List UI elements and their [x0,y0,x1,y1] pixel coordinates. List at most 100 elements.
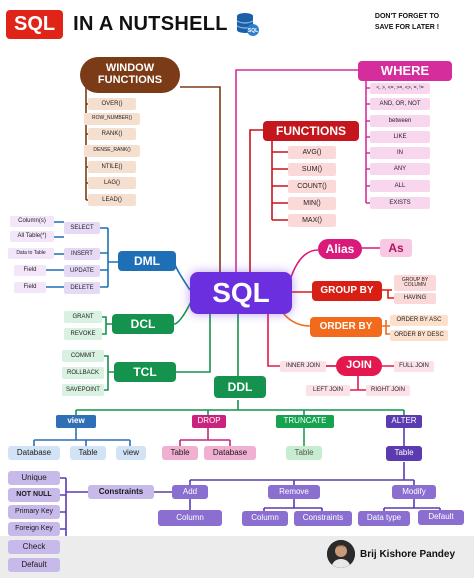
ddl-node[interactable]: DDL [214,376,266,398]
dml-target: All Table(*) [10,231,54,242]
add-column: Column [158,510,222,526]
remove-column: Column [242,511,288,526]
window-functions-node[interactable]: WINDOW FUNCTIONS [80,57,180,93]
alter-add-node: Add [172,485,208,499]
order-by-title: ORDER BY [319,320,373,332]
reminder-line: SAVE FOR LATER ! [374,23,440,31]
dml-target: Column(s) [10,216,54,227]
ddl-view-node[interactable]: view [56,415,96,428]
function-item: COUNT() [288,180,336,193]
view-item: Database [8,446,60,460]
alias-node[interactable]: Alias [318,239,362,259]
where-node[interactable]: WHERE [358,61,452,81]
modify-default: Default [418,510,464,525]
truncate-item: Table [286,446,322,460]
functions-title: FUNCTIONS [276,123,346,138]
where-title: WHERE [380,63,430,79]
window-function-item: NTILE() [88,161,136,173]
dml-command: UPDATE [64,265,100,277]
database-icon: SQL [234,11,260,37]
where-item: LIKE [370,131,430,143]
tcl-title: TCL [133,364,157,379]
page-title: SQL IN A NUTSHELL SQL [6,7,260,41]
dml-command: SELECT [64,222,100,234]
drop-item: Table [162,446,198,460]
dml-command: DELETE [64,282,100,294]
tcl-command: ROLLBACK [62,367,104,379]
modify-data-type: Data type [358,511,410,526]
footer-bar [0,536,474,578]
function-item: SUM() [288,163,336,176]
constraint-item: Foreign Key [8,522,60,536]
join-title: JOIN [346,359,372,372]
alter-item: Table [386,446,422,461]
where-item: AND, OR, NOT [370,98,430,110]
where-item: between [370,115,430,127]
tcl-command: COMMIT [62,350,104,362]
dml-command: INSERT [64,248,100,260]
ddl-truncate-node[interactable]: TRUNCATE [276,415,334,428]
view-item: view [116,446,146,460]
ddl-alter-node[interactable]: ALTER [386,415,422,428]
add-constraints: Constraints [88,485,154,499]
ddl-title: DDL [227,379,253,394]
functions-node[interactable]: FUNCTIONS [263,121,359,141]
title-text: IN A NUTSHELL [73,12,228,35]
constraint-item: Check [8,540,60,554]
window-function-item: RANK() [88,128,136,140]
function-item: MIN() [288,197,336,210]
constraint-item: Primary Key [8,505,60,519]
sql-center-label: SQL [212,277,270,309]
save-reminder: DON'T FORGET TO SAVE FOR LATER ! [352,12,462,33]
window-function-item: LAG() [88,177,136,189]
dml-target: Data to Table [8,248,54,259]
dml-target: Field [14,282,46,293]
join-node[interactable]: JOIN [336,356,382,376]
tcl-command: SAVEPOINT [62,384,104,396]
group-by-item: HAVING [394,293,436,304]
dml-node[interactable]: DML [118,251,176,271]
group-by-title: GROUP BY [320,284,374,296]
where-item: ALL [370,180,430,192]
window-function-item: DENSE_RANK() [84,145,140,157]
dcl-node[interactable]: DCL [112,314,174,334]
dcl-command: GRANT [64,311,102,323]
drop-item: Database [204,446,256,460]
order-by-node[interactable]: ORDER BY [310,317,382,337]
svg-text:SQL: SQL [248,28,258,34]
join-item: INNER JOIN [280,361,326,372]
order-by-item: ORDER BY DESC [390,330,448,341]
join-item: RIGHT JOIN [366,385,410,396]
title-badge: SQL [6,9,64,39]
constraint-item: Unique [8,471,60,485]
window-function-item: OVER() [88,98,136,110]
reminder-line: DON'T FORGET TO [374,13,440,20]
dcl-title: DCL [130,316,156,331]
window-function-item: ROW_NUMBER() [84,113,140,125]
function-item: AVG() [288,146,336,159]
alter-remove-node: Remove [268,485,320,499]
join-item: FULL JOIN [394,361,434,372]
where-item: ANY [370,163,430,175]
where-item: IN [370,147,430,159]
function-item: MAX() [288,214,336,227]
view-item: Table [70,446,106,460]
dml-title: DML [134,253,160,268]
tcl-node[interactable]: TCL [114,362,176,382]
author-avatar [327,540,355,568]
sql-center-node[interactable]: SQL [190,272,292,314]
alter-modify-node: Modify [392,485,436,499]
alias-keyword: As [380,239,412,257]
ddl-drop-node[interactable]: DROP [192,415,226,428]
where-operators: <, >, <=, >=, <>, =, != [370,83,430,94]
remove-constraints: Constraints [294,511,352,526]
window-function-item: LEAD() [88,194,136,206]
dml-target: Field [14,265,46,276]
dcl-command: REVOKE [64,328,102,340]
group-by-node[interactable]: GROUP BY [312,281,382,301]
alias-title: Alias [325,241,355,256]
join-item: LEFT JOIN [306,385,350,396]
author-name: Brij Kishore Pandey [360,549,456,560]
group-by-item: GROUP BY COLUMN [394,275,436,291]
